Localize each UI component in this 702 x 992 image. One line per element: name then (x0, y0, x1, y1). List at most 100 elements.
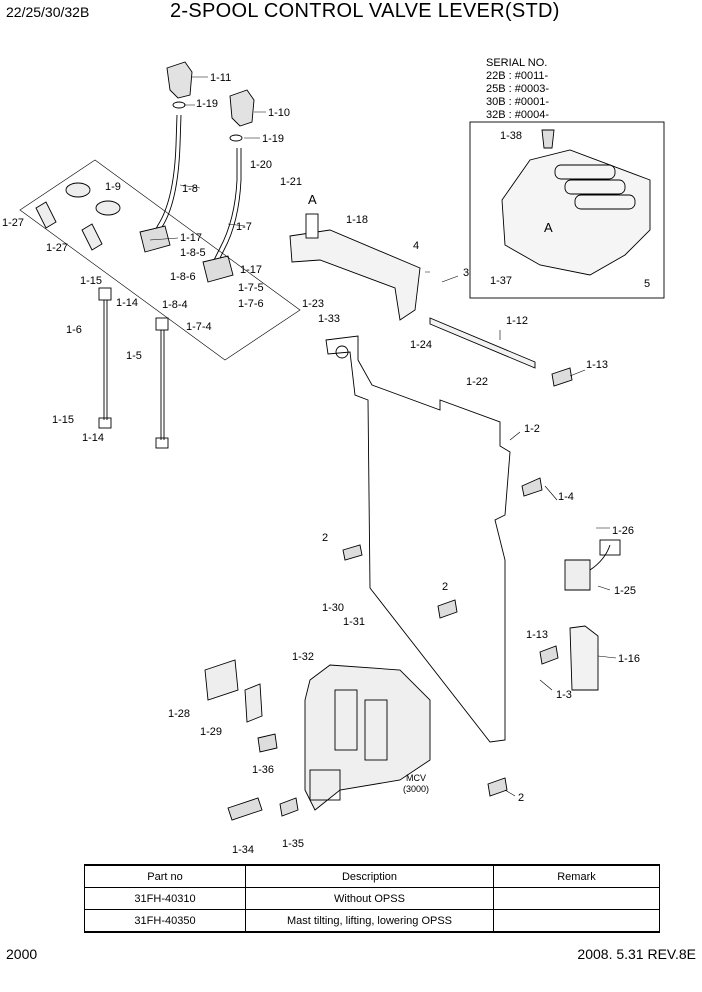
callout-label: A (308, 192, 317, 207)
column-header-part-no: Part no (84, 864, 246, 888)
callout-label: 1-4 (558, 491, 574, 503)
bolt-1-13b (551, 367, 573, 387)
shaft-1-12 (429, 317, 536, 369)
pivot-a (305, 213, 319, 239)
callout-label: 1-12 (506, 315, 528, 327)
callout-label: 1-33 (318, 313, 340, 325)
callout-label: 1-14 (116, 297, 138, 309)
serial-line: 32B : #0004- (486, 109, 549, 121)
callout-label: 1-23 (302, 298, 324, 310)
bolt-1-13a (539, 645, 559, 665)
callout-label: 1-28 (168, 708, 190, 720)
sensor-1-25 (564, 559, 591, 591)
lever-rod-1-8b (153, 114, 182, 243)
callout-label: 1-26 (612, 525, 634, 537)
column-header-remark: Remark (493, 864, 660, 888)
callout-label: 1-3 (556, 689, 572, 701)
callout-label: 2 (322, 532, 328, 544)
callout-label: 1-7-5 (238, 282, 264, 294)
serial-number-block: SERIAL NO. 22B : #0011- 25B : #0003- 30B… (486, 57, 549, 122)
callout-label: 1-14 (82, 432, 104, 444)
cover-box (469, 121, 665, 299)
page-number: 2000 (6, 946, 38, 962)
knob-1-10 (229, 89, 255, 127)
callout-label: 1-8-5 (180, 247, 206, 259)
exploded-parts-diagram: 1-11 1-19 1-10 1-19 1-20 1-21 1-8 1-9 1-… (2, 61, 665, 856)
callout-label: 1-19 (196, 98, 218, 110)
callout-label: 1-27 (46, 242, 68, 254)
callout-label: MCV (406, 773, 426, 783)
callout-label: 2 (442, 581, 448, 593)
callout-label: 5 (644, 278, 650, 290)
serial-line: 25B : #0003- (486, 83, 549, 95)
callout-label: 1-17 (180, 232, 202, 244)
callout-label: 1-38 (500, 130, 522, 142)
callout-labels: 1-11 1-19 1-10 1-19 1-20 1-21 1-8 1-9 1-… (2, 72, 650, 856)
fitting-1-34 (227, 797, 263, 821)
sleeve-1-27b (81, 223, 103, 251)
callout-label: 1-32 (292, 651, 314, 663)
plate-1-2 (325, 335, 511, 743)
washer-1-19a (172, 101, 186, 109)
callout-label: 1-2 (524, 423, 540, 435)
callout-label: 1-6 (66, 324, 82, 336)
callout-label: 2 (518, 792, 524, 804)
callout-label: A (544, 220, 553, 235)
callout-label: 1-34 (232, 844, 254, 856)
revision-date: 2008. 5.31 REV.8E (577, 946, 696, 962)
callout-label: 1-8 (182, 183, 198, 195)
callout-label: 1-10 (268, 107, 290, 119)
model-code: 22/25/30/32B (6, 4, 90, 20)
callout-label: (3000) (403, 784, 429, 794)
boot-1-17b (202, 255, 234, 283)
callout-label: 1-36 (252, 764, 274, 776)
bolt-2c (487, 777, 508, 797)
serial-line: 22B : #0011- (486, 70, 549, 82)
callout-label: 1-5 (126, 350, 142, 362)
callout-label: 1-27 (2, 217, 24, 229)
callout-label: 1-19 (262, 133, 284, 145)
callout-label: 1-8-6 (170, 271, 196, 283)
callout-label: 1-35 (282, 838, 304, 850)
cell-part-no: 31FH-40350 (84, 909, 246, 933)
callout-label: 1-22 (466, 376, 488, 388)
boot-1-17a (139, 225, 171, 253)
page-title: 2-SPOOL CONTROL VALVE LEVER(STD) (170, 0, 560, 22)
bolt-1-4 (521, 477, 543, 497)
table-header-row: Part no Description Remark (84, 864, 660, 888)
callout-label: 1-20 (250, 159, 272, 171)
bracket-1-18 (289, 229, 421, 321)
lever-rod-1-7b (216, 148, 242, 265)
lever-rod-1-8 (149, 114, 178, 241)
plate-1-29 (244, 683, 263, 723)
cell-part-no: 31FH-40310 (84, 887, 246, 910)
bolt-2a (342, 544, 363, 561)
callout-label: 1-37 (490, 275, 512, 287)
lever-rod-1-7 (212, 148, 238, 263)
callout-label: 1-25 (614, 585, 636, 597)
callout-label: 1-13 (526, 629, 548, 641)
callout-label: 1-29 (200, 726, 222, 738)
callout-label: 1-17 (240, 264, 262, 276)
switch-1-28 (204, 659, 239, 701)
callout-label: 1-7-4 (186, 321, 212, 333)
callout-label: 1-11 (210, 72, 231, 84)
callout-label: 1-18 (346, 214, 368, 226)
sleeve-1-27a (35, 201, 57, 229)
callout-label: 1-7-6 (238, 298, 264, 310)
cell-remark (493, 887, 660, 910)
callout-label: 1-16 (618, 653, 640, 665)
callout-label: 1-31 (343, 616, 365, 628)
callout-label: 1-24 (410, 339, 432, 351)
washer-1-19b (229, 134, 243, 142)
control-valve-mcv (304, 664, 431, 811)
cell-description: Without OPSS (245, 887, 494, 910)
callout-label: 1-9 (105, 181, 121, 193)
fitting-1-36 (257, 733, 278, 753)
bolt-1-38 (541, 129, 555, 149)
table-row: 31FH-40310 Without OPSS (84, 887, 660, 910)
callout-label: 1-7 (236, 221, 252, 233)
fitting-1-35 (279, 797, 299, 817)
callout-label: 1-15 (80, 275, 102, 287)
callout-label: 1-13 (586, 359, 608, 371)
